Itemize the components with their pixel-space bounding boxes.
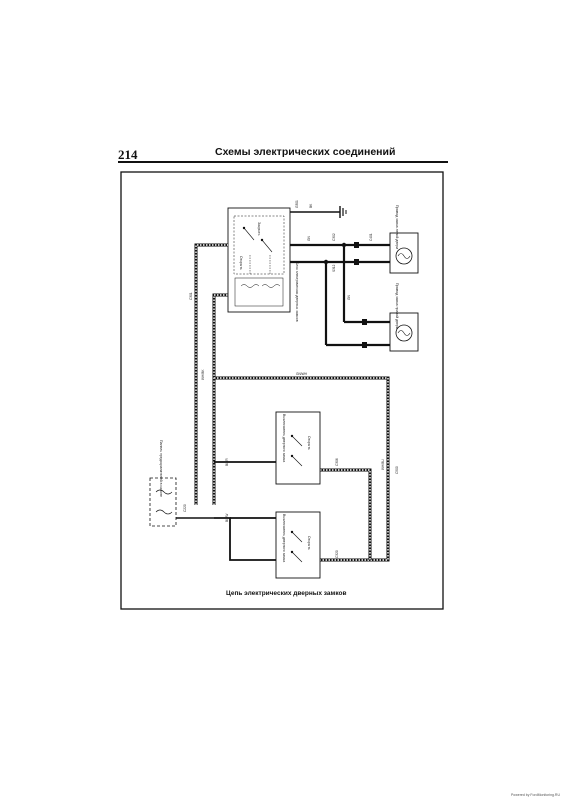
switch-1-open: Открыть <box>307 436 311 450</box>
wire-code-c500: C500 <box>395 466 399 474</box>
wire-code-gn: GN <box>307 236 311 241</box>
wire-code-bu-w: BU/W <box>225 514 229 522</box>
wire-code-gn-2: GN <box>347 295 351 300</box>
motor-1-label: Привод замка левой двери <box>395 205 399 249</box>
door-lock-switch-1: Выключатель дверного замка Открыть <box>275 411 321 485</box>
lock-control-unit: Закрыть Открыть Блок электрических дверн… <box>227 207 299 322</box>
fuse-panel: Панель предохранителей в салоне C220 <box>149 440 214 527</box>
door-lock-motor-right: Привод замка правой двери <box>389 283 419 352</box>
fuse-panel-label: Панель предохранителей в салоне <box>159 440 163 497</box>
wire-code-c301: C301 <box>189 292 193 300</box>
wire-code-s312: S312 <box>332 264 336 272</box>
wire-code-c306: C306 <box>335 458 339 466</box>
motor-wires <box>290 243 390 347</box>
wire-code-wh-bu: WH/BU <box>381 459 385 470</box>
page-number: 214 <box>118 147 138 162</box>
motor-2-label: Привод замка правой двери <box>395 283 399 329</box>
switch-wires <box>214 461 276 561</box>
wire-code-c401: C401 <box>369 233 373 241</box>
wire-code-bu-r: BU/R <box>225 458 229 466</box>
wire-code-c302: C302 <box>332 233 336 241</box>
switch-1-label: Выключатель дверного замка <box>282 414 286 462</box>
wire-code-g301: G301 <box>295 200 299 208</box>
unit-label-open: Открыть <box>239 256 243 270</box>
wire-code-wh-bk: WH/BK <box>201 369 205 380</box>
wire-code-bk: BK <box>309 203 313 208</box>
wire-code-c220: C220 <box>183 504 187 512</box>
header-rule <box>118 161 448 163</box>
wire-code-c320: C320 <box>335 550 339 558</box>
ground-symbol: G301 BK <box>290 200 347 218</box>
door-lock-motor-left: Привод замка левой двери <box>389 205 419 274</box>
lock-unit-label: Блок электрических дверных замков <box>295 262 299 322</box>
diagram-caption: Цепь электрических дверных замков <box>226 590 347 597</box>
connector-dots <box>323 242 367 348</box>
diagram-frame <box>120 171 444 610</box>
unit-label-close: Закрыть <box>257 222 261 236</box>
switch-2-open: Открыть <box>307 536 311 550</box>
page-header: Схемы электрических соединений <box>215 146 396 158</box>
switch-2-label: Выключатель дверного замка <box>282 514 286 562</box>
hatched-feed-wire <box>194 243 390 562</box>
wire-code-gn-wh: GN/WH <box>296 372 308 376</box>
door-lock-switch-2: Выключатель дверного замка Открыть <box>275 511 321 579</box>
footer-credit: Powered by FordMonitoring.RU <box>510 793 560 797</box>
